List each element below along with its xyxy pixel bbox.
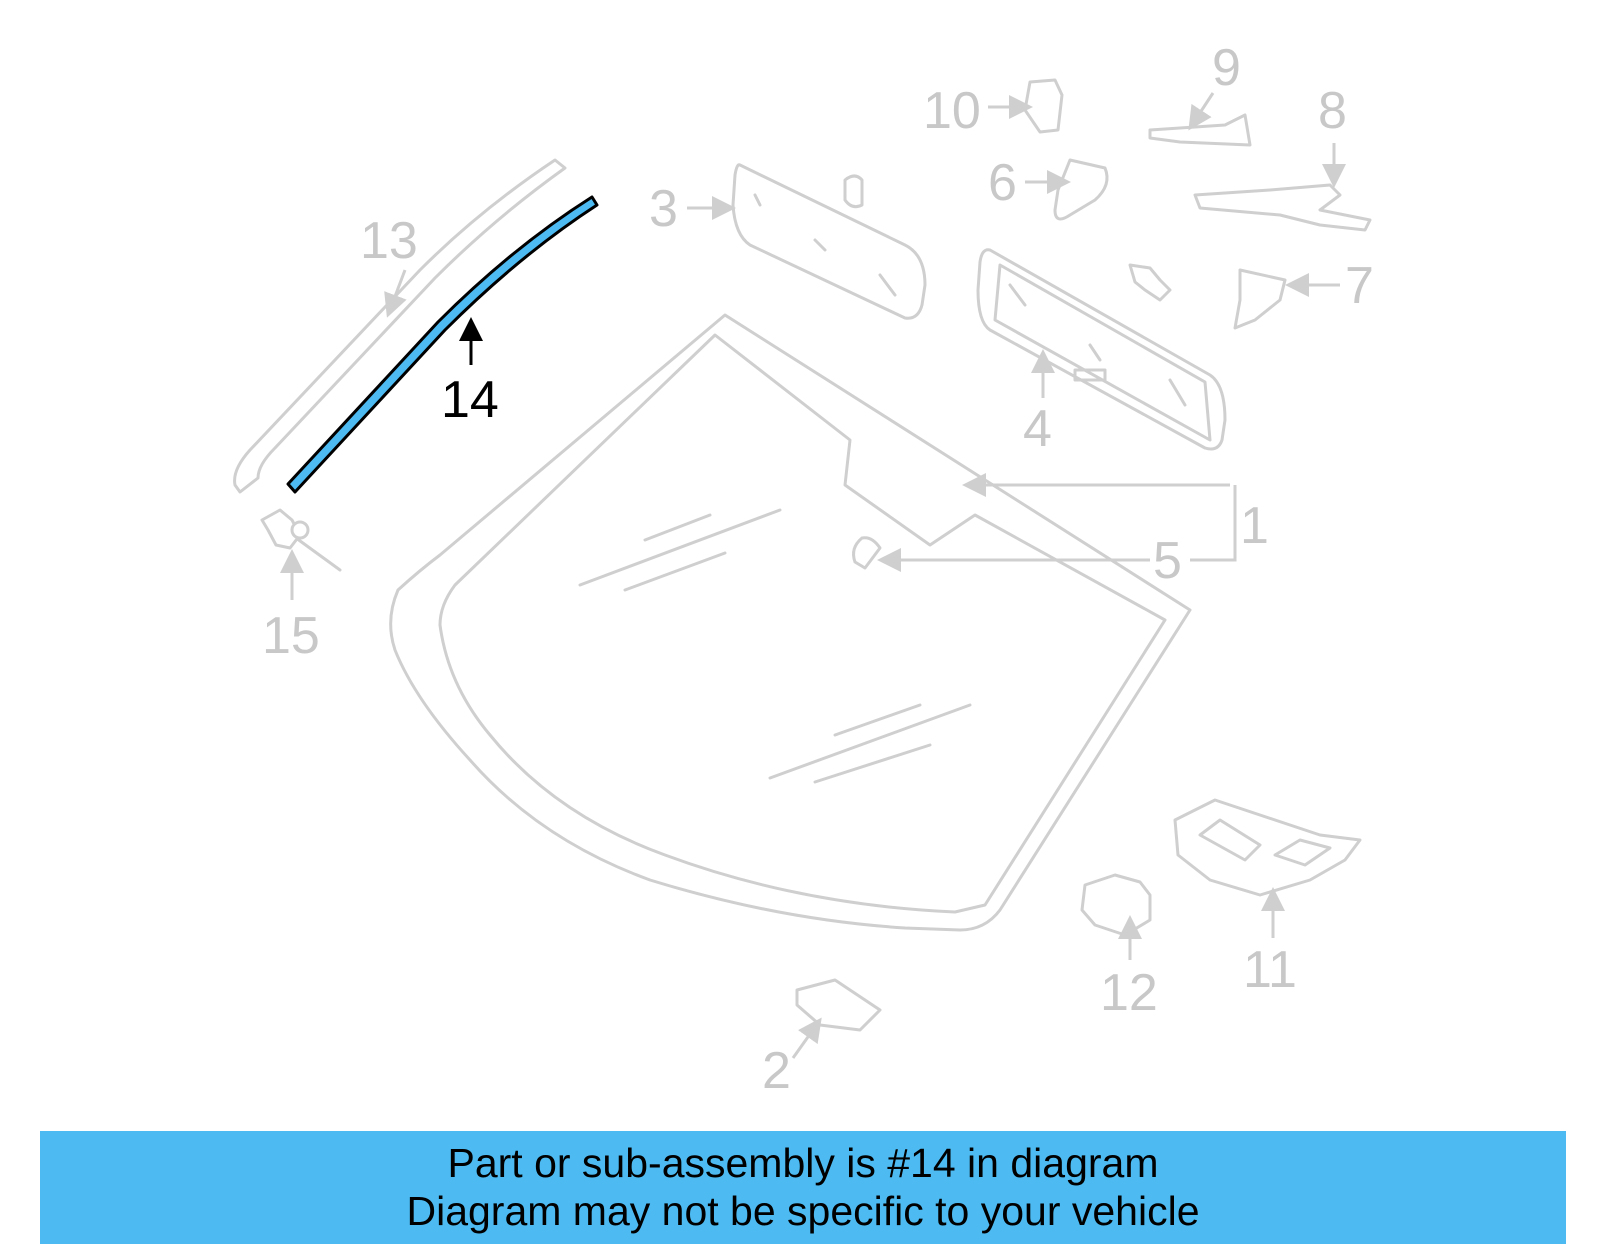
bracket-part-8[interactable] (1193, 183, 1372, 232)
banner-line-2: Diagram may not be specific to your vehi… (406, 1188, 1200, 1234)
callout-12: 12 (1100, 964, 1158, 1022)
pillar-moulding-part[interactable] (233, 158, 567, 494)
cover-part-6[interactable] (1053, 158, 1109, 221)
mirror-part-4[interactable] (976, 248, 1227, 451)
bracket-part-10[interactable] (1023, 78, 1064, 134)
callout-10: 10 (923, 82, 981, 140)
callout-1: 1 (1240, 497, 1269, 555)
callout-6: 6 (988, 154, 1017, 212)
callout-7: 7 (1345, 257, 1374, 315)
callout-9: 9 (1212, 39, 1241, 97)
block-part-2[interactable] (795, 978, 882, 1032)
banner-line-1: Part or sub-assembly is #14 in diagram (447, 1140, 1159, 1186)
windshield-glass[interactable] (389, 313, 1192, 932)
callout-14: 14 (441, 371, 499, 429)
clip-part[interactable] (260, 508, 342, 572)
callout-11: 11 (1243, 941, 1297, 999)
callout-13: 13 (360, 212, 418, 270)
highlighted-part-14[interactable] (286, 195, 599, 494)
cover-part-7[interactable] (1233, 268, 1287, 330)
mirror-part-3[interactable] (731, 163, 927, 320)
rain-sensor-part[interactable] (852, 536, 882, 570)
callout-5: 5 (1153, 532, 1182, 590)
block-part-12[interactable] (1080, 873, 1152, 937)
callout-4: 4 (1023, 400, 1052, 458)
callout-15: 15 (262, 607, 320, 665)
callout-3: 3 (649, 180, 678, 238)
callout-8: 8 (1318, 82, 1347, 140)
info-banner: Part or sub-assembly is #14 in diagram D… (40, 1131, 1566, 1244)
parts-diagram: 1 2 3 4 5 6 7 8 9 10 11 12 13 14 15 (233, 39, 1374, 1100)
bracket-part-9[interactable] (1148, 113, 1252, 147)
callout-2: 2 (762, 1042, 791, 1100)
module-part-11[interactable] (1173, 798, 1362, 897)
